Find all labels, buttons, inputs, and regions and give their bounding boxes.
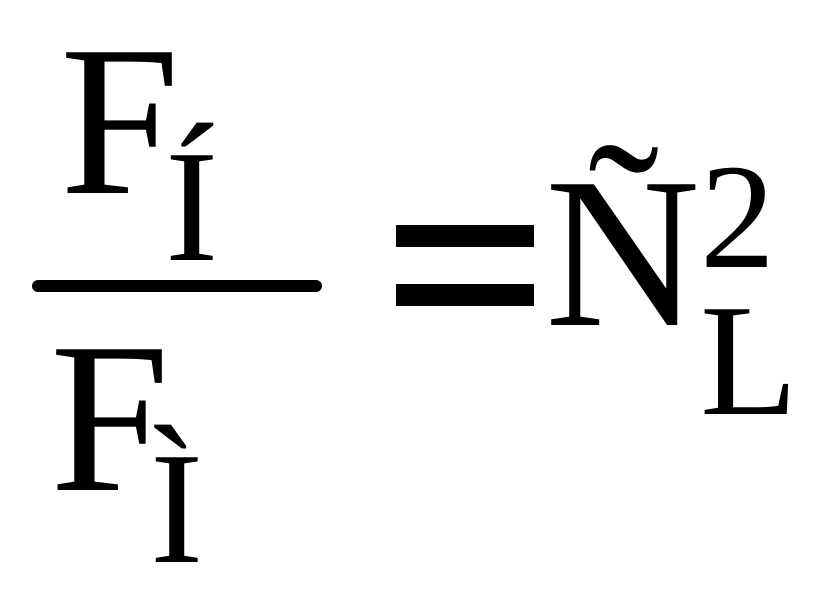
rhs-base: Ñ (545, 133, 701, 372)
rhs-subscript: L (700, 271, 798, 449)
equals-sign: = (400, 190, 401, 191)
equals-bar-top (396, 225, 534, 247)
equals-bar-bottom (396, 284, 534, 306)
numerator-base: F (60, 1, 180, 240)
numerator-subscript: Í (165, 117, 219, 295)
rhs-superscript: 2 (700, 134, 775, 300)
denominator-subscript: Ì (150, 419, 204, 597)
denominator-base: F (50, 298, 170, 537)
fraction-bar (32, 280, 322, 292)
